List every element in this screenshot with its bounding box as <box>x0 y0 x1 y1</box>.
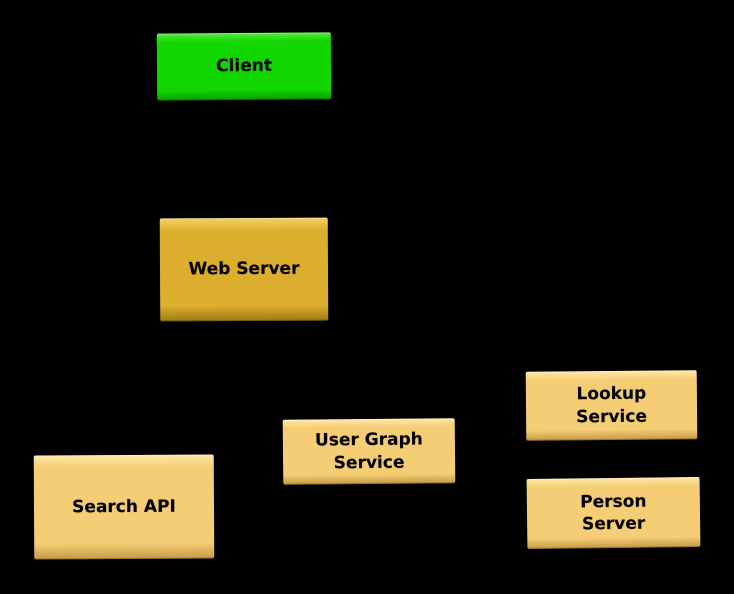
node-label: Lookup Service <box>576 384 648 427</box>
node-label: Search API <box>72 496 176 518</box>
node-label: Client <box>215 56 273 77</box>
node-person-server[interactable]: Person Server <box>526 476 701 550</box>
node-user-graph-service[interactable]: User Graph Service <box>282 418 456 485</box>
node-web-server[interactable]: Web Server <box>159 217 329 322</box>
node-label: Web Server <box>188 259 300 280</box>
node-label: Person Server <box>580 491 647 535</box>
node-lookup-service[interactable]: Lookup Service <box>525 370 698 441</box>
node-client[interactable]: Client <box>156 32 332 101</box>
node-label: User Graph Service <box>314 429 423 473</box>
node-search-api[interactable]: Search API <box>33 454 215 560</box>
